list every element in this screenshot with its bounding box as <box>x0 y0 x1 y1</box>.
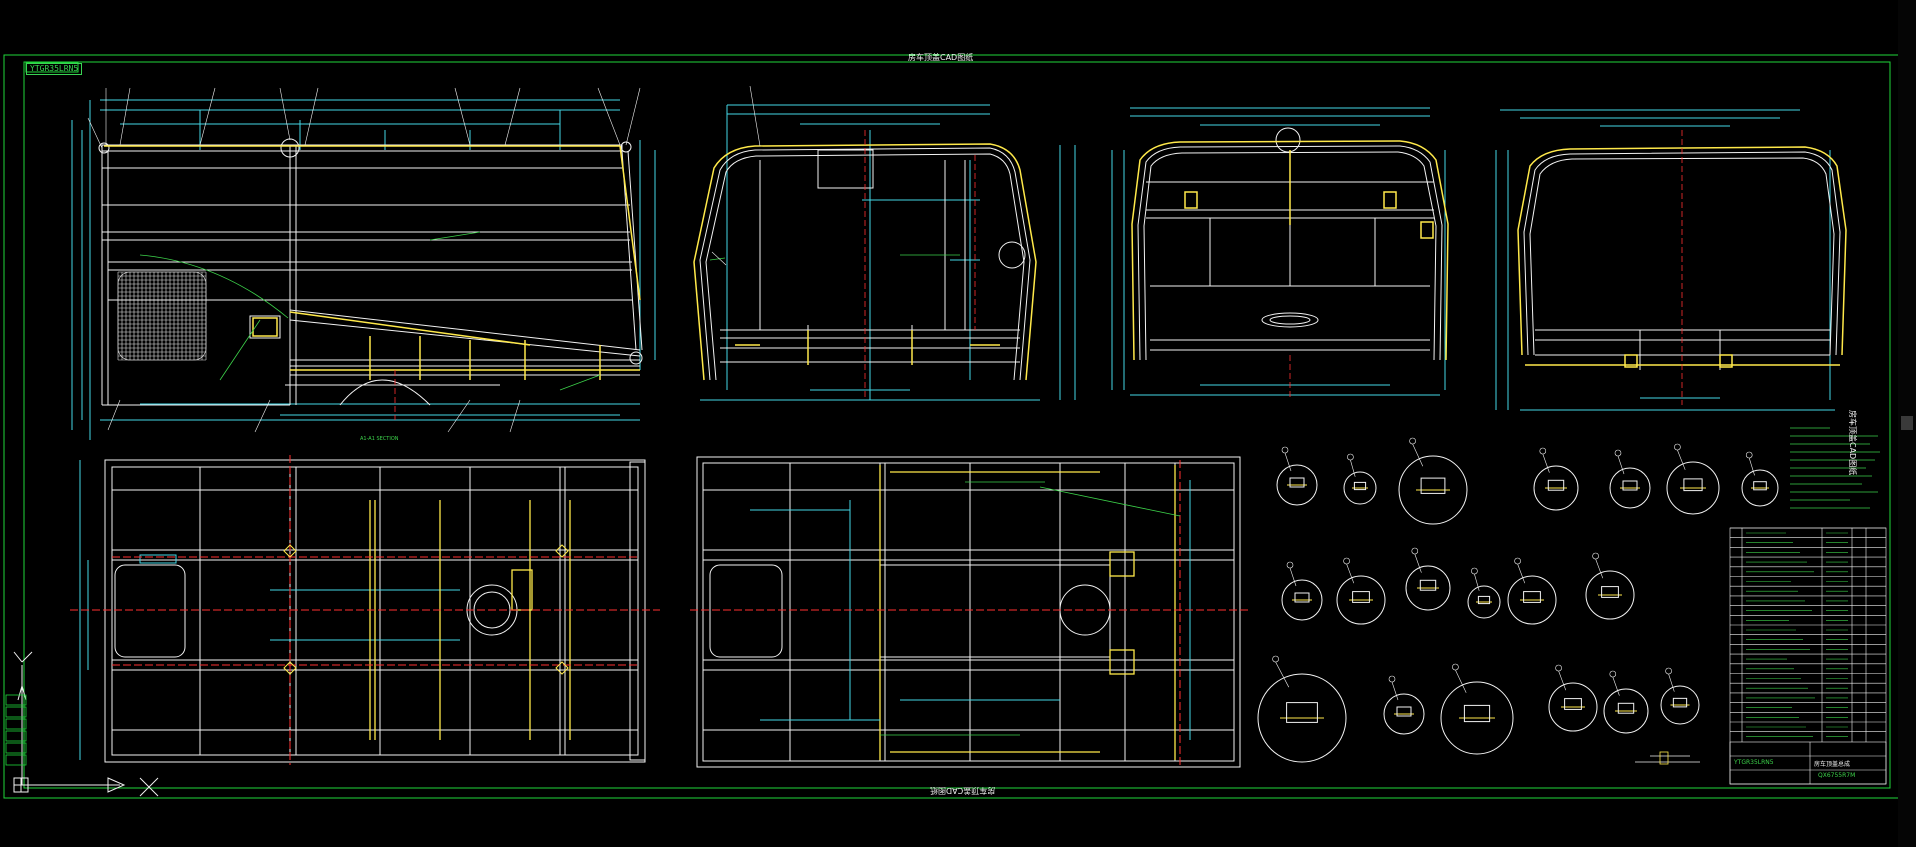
detail-bottom-right <box>1635 751 1700 765</box>
plan-view-left <box>70 455 660 765</box>
sheet-title-bottom: 房车顶盖CAD图纸 <box>930 786 996 795</box>
title-block-name: 房车顶盖总成 <box>1814 761 1851 768</box>
section-b-view <box>1495 109 1847 411</box>
rear-section-view <box>1111 107 1449 400</box>
sheet-title-top: 房车顶盖CAD图纸 <box>908 53 974 62</box>
technical-notes <box>1790 427 1880 509</box>
ucs-layer-stack <box>5 694 27 766</box>
front-section-view <box>693 85 1076 401</box>
detail-views <box>1257 437 1779 763</box>
svg-text:A1-A1 SECTION: A1-A1 SECTION <box>360 436 399 442</box>
plan-view-right <box>690 456 1250 768</box>
title-block-sheet: QX6755R7M <box>1818 772 1856 779</box>
scrollbar-thumb[interactable] <box>1901 416 1913 430</box>
side-elevation-view: A1-A1 SECTION <box>71 87 656 442</box>
title-block-code: YTGR35LRN5 <box>1734 759 1774 766</box>
frame-tag: YTGR35LRN5 <box>26 63 83 75</box>
sheet-title-right: 房车顶盖CAD图纸 <box>1848 410 1857 476</box>
right-scrollbar[interactable] <box>1898 0 1916 847</box>
parts-list-table <box>1729 527 1887 785</box>
